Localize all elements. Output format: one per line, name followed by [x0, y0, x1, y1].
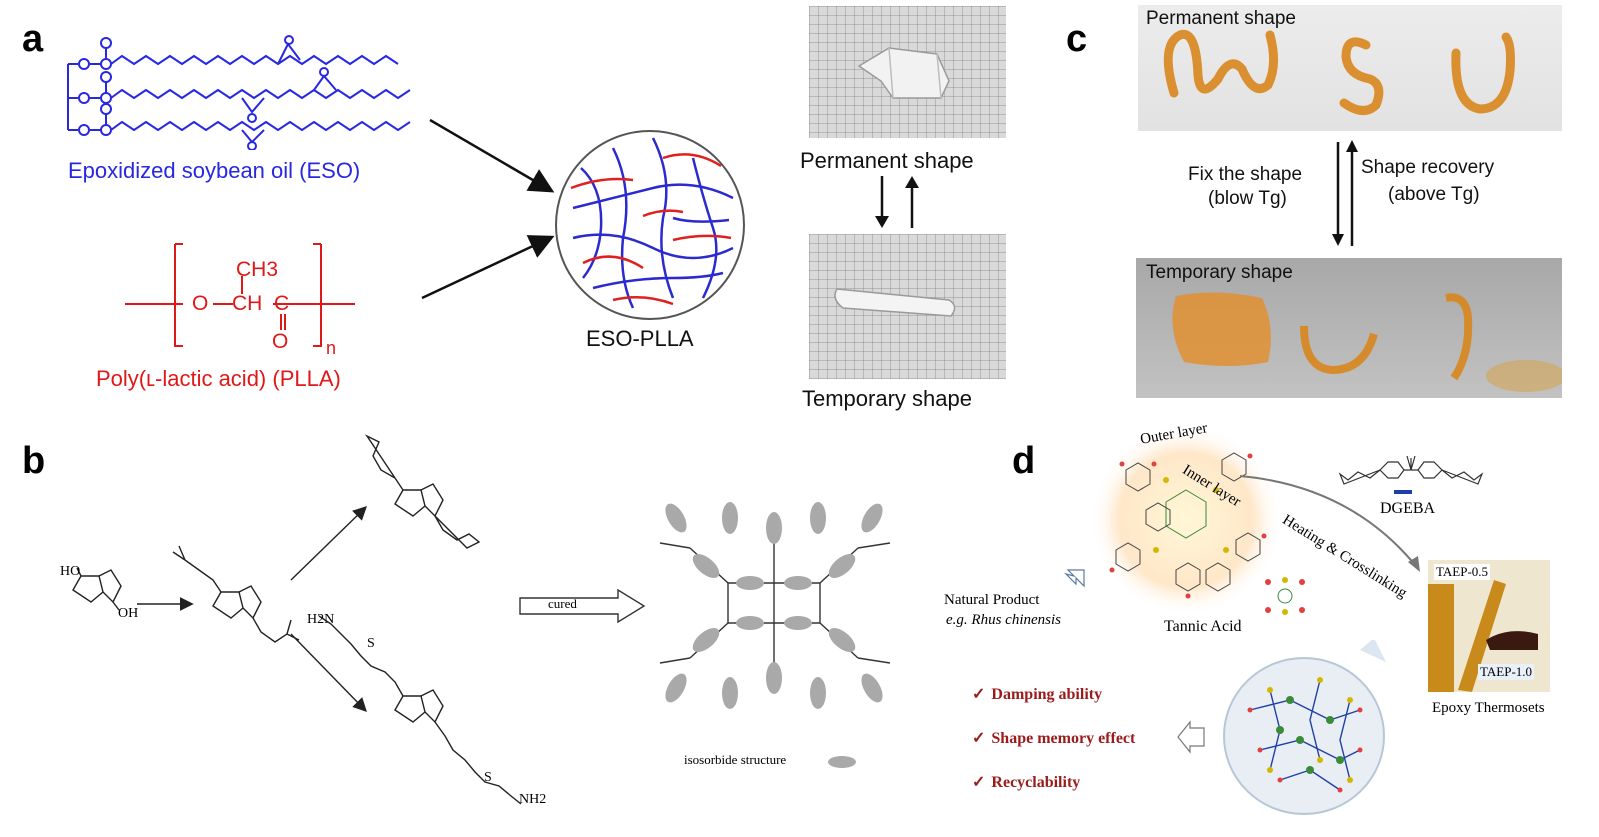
- property-arrow-icon: [1177, 720, 1205, 754]
- b-s2: S: [484, 770, 492, 785]
- panel-letter-a: a: [22, 18, 44, 60]
- a-permanent-label: Permanent shape: [800, 148, 974, 173]
- b-h2n: H2N: [307, 612, 335, 627]
- tannic-small-icon: [1265, 577, 1305, 615]
- dgeba-bar: [1394, 490, 1412, 494]
- check-label-recyclability: Recyclability: [991, 774, 1081, 791]
- plla-n: n: [326, 338, 337, 358]
- check-item-recyclability: ✓ Recyclability: [972, 772, 1080, 792]
- isosorbide-scheme: [72, 434, 522, 805]
- panel-letter-b: b: [22, 440, 46, 482]
- plla-structure: [125, 243, 355, 347]
- taep-05-label: TAEP-0.5: [1434, 564, 1491, 580]
- c-permanent-label: Permanent shape: [1146, 8, 1296, 29]
- b-nh2: NH2: [519, 792, 547, 807]
- plla-carbonyl-o: O: [272, 330, 289, 353]
- c-permanent-photo: [1138, 5, 1562, 131]
- check-label-shape-memory: Shape memory effect: [991, 730, 1136, 747]
- plla-c: C: [274, 292, 290, 315]
- cured-network: [659, 502, 891, 709]
- natural-product-label-1: Natural Product: [944, 592, 1040, 608]
- temporary-shape-photo: [809, 234, 1006, 379]
- a-temporary-label: Temporary shape: [802, 386, 972, 411]
- combine-arrows: [421, 118, 555, 300]
- check-label-damping: Damping ability: [991, 686, 1103, 703]
- heating-arrow: [1239, 475, 1420, 572]
- tannic-acid-structure: [1090, 424, 1282, 616]
- plla-ch3: CH3: [236, 258, 279, 281]
- b-ho: HO: [60, 564, 81, 579]
- epoxy-network-bubble: [1223, 640, 1386, 815]
- permanent-shape-photo: [809, 6, 1006, 138]
- fix-label-2: (blow Tg): [1208, 188, 1287, 209]
- recover-label-2: (above Tg): [1388, 184, 1480, 205]
- eso-label: Epoxidized soybean oil (ESO): [68, 158, 361, 183]
- b-legend-swatch: [828, 756, 856, 768]
- dgeba-structure: [1338, 455, 1484, 485]
- dgeba-label: DGEBA: [1380, 500, 1436, 517]
- cured-arrow: [519, 588, 646, 624]
- fix-label-1: Fix the shape: [1188, 164, 1303, 185]
- eso-structure: [67, 35, 411, 150]
- check-item-shape-memory: ✓ Shape memory effect: [972, 728, 1135, 748]
- epoxy-thermosets-label: Epoxy Thermosets: [1432, 700, 1545, 716]
- natural-product-label-2: e.g. Rhus chinensis: [946, 612, 1061, 628]
- taep-photo: TAEP-0.5 TAEP-1.0: [1428, 560, 1550, 692]
- check-icon: ✓: [972, 730, 986, 747]
- recover-label-1: Shape recovery: [1361, 157, 1495, 178]
- plla-ch: CH: [232, 292, 263, 315]
- b-legend-label: isosorbide structure: [684, 752, 787, 767]
- natural-product-arrow-icon: [1064, 569, 1085, 588]
- c-temporary-photo: [1136, 258, 1562, 398]
- c-arrows: [1332, 140, 1358, 246]
- network-label: ESO-PLLA: [586, 326, 694, 351]
- check-icon: ✓: [972, 686, 986, 703]
- check-item-damping: ✓ Damping ability: [972, 684, 1102, 704]
- eso-plla-network: [555, 130, 745, 320]
- b-s1: S: [367, 636, 375, 651]
- b-oh: OH: [118, 606, 139, 621]
- panel-letter-c: c: [1066, 18, 1088, 60]
- taep-10-label: TAEP-1.0: [1478, 664, 1535, 680]
- plla-label: Poly(ʟ-lactic acid) (PLLA): [96, 366, 341, 391]
- tannic-acid-label: Tannic Acid: [1164, 618, 1242, 635]
- cured-label: cured: [548, 596, 577, 611]
- shape-change-arrows: [875, 176, 919, 228]
- check-icon: ✓: [972, 774, 986, 791]
- panel-letter-d: d: [1012, 440, 1036, 482]
- plla-o: O: [192, 292, 209, 315]
- c-temporary-label: Temporary shape: [1146, 262, 1293, 283]
